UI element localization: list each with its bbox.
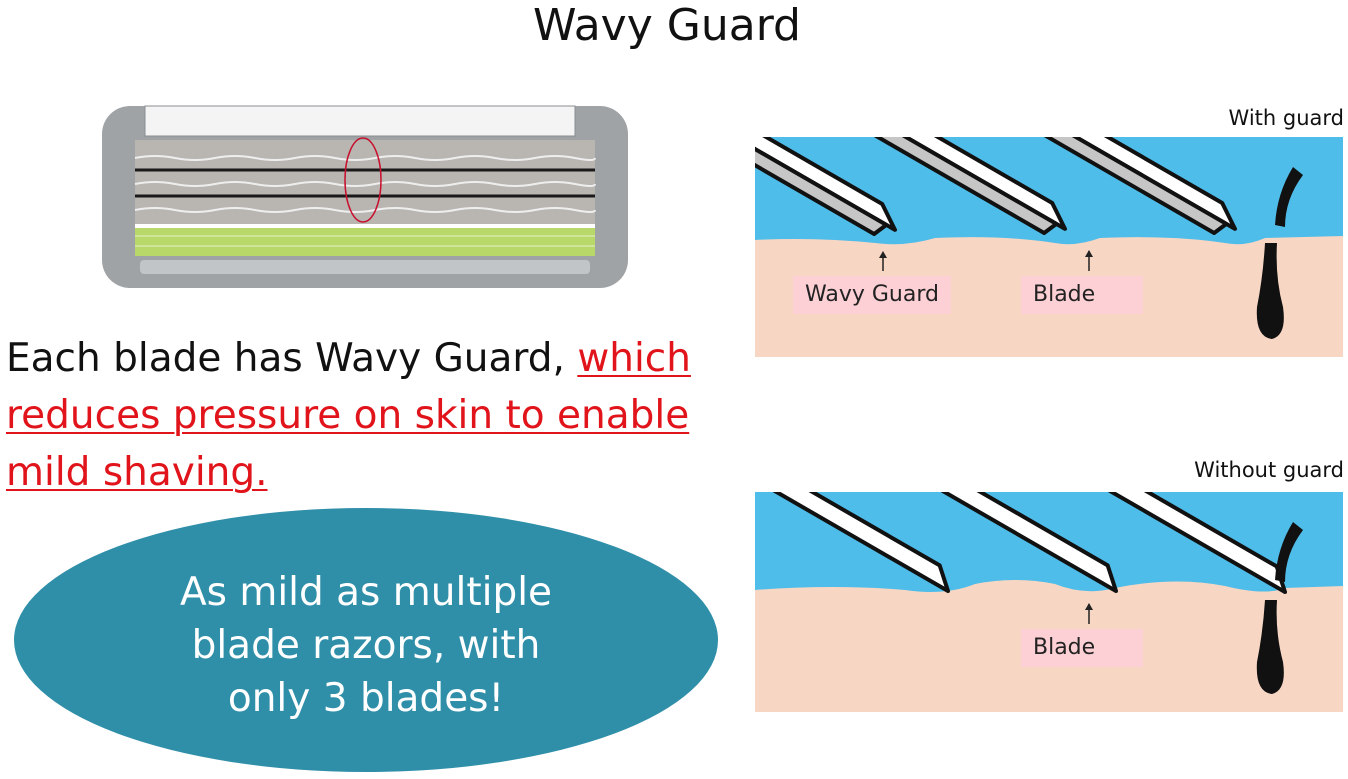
callout-text: As mild as multiple blade razors, with o…	[179, 570, 553, 721]
without-guard-caption: Without guard	[1194, 458, 1344, 482]
without-guard-diagram	[755, 492, 1343, 712]
with-guard-caption: With guard	[1228, 106, 1344, 130]
page-title: Wavy Guard	[533, 0, 801, 51]
highlight-ellipse	[344, 137, 382, 223]
description-text: Each blade has Wavy Guard, which reduces…	[6, 336, 691, 495]
label-blade: Blade	[1021, 276, 1143, 314]
description-highlight: which reduces pressure on skin to enable…	[6, 336, 691, 495]
label-blade-without-guard: Blade	[1021, 629, 1143, 667]
callout-oval	[14, 508, 718, 772]
label-wavy-guard: Wavy Guard	[793, 276, 951, 314]
razor-cartridge-image	[102, 105, 628, 288]
with-guard-diagram	[755, 137, 1343, 357]
